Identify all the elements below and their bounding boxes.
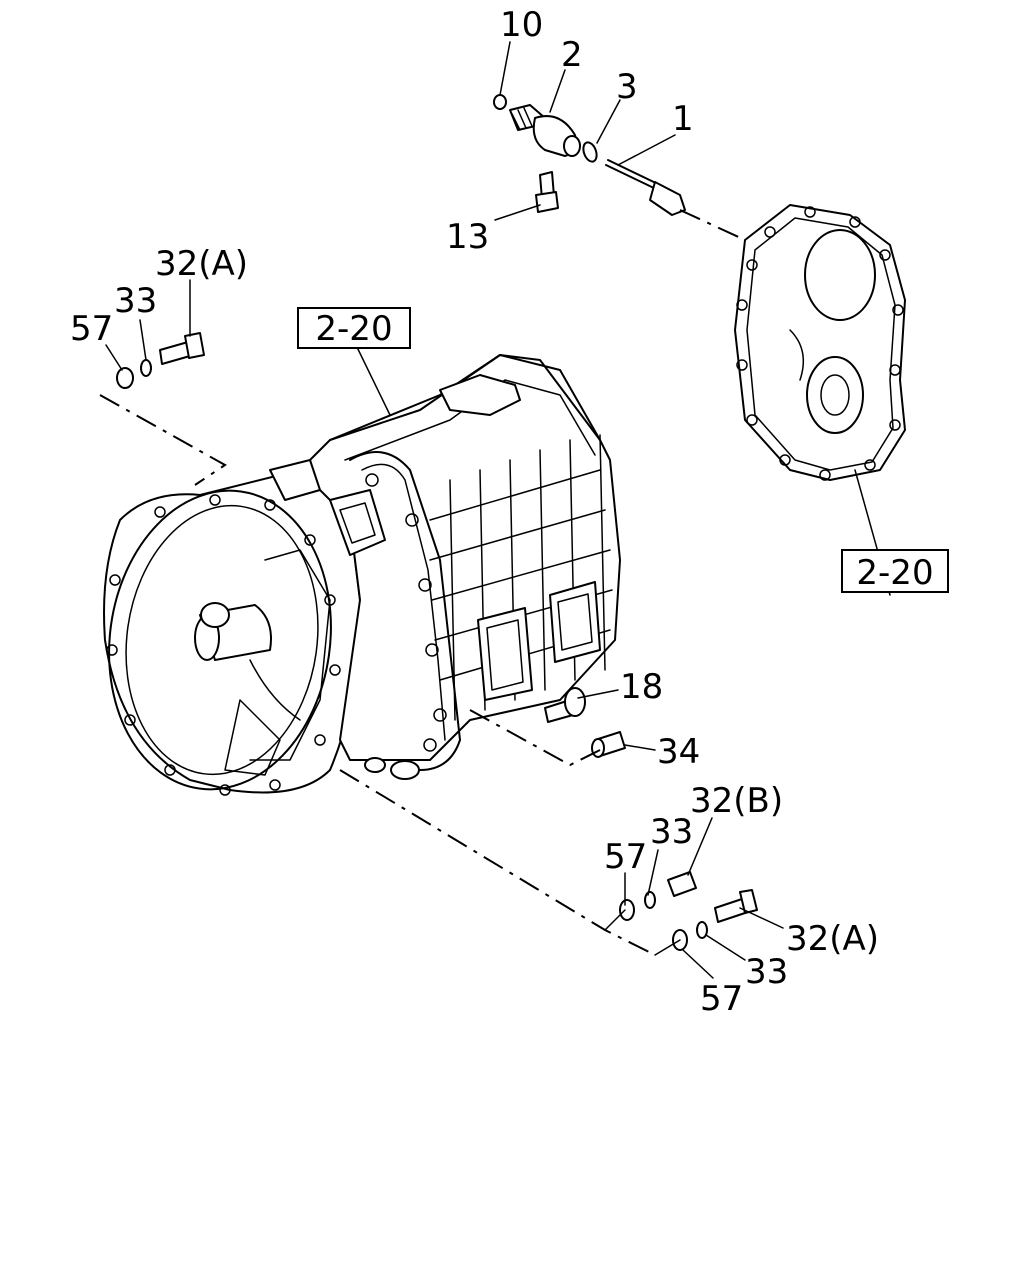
rear-cover <box>734 204 906 481</box>
ref-left-label: 2-20 <box>315 309 392 349</box>
label-32a-bot: 32(A) <box>786 919 879 959</box>
label-57-bot: 57 <box>700 979 743 1019</box>
label-57-mid: 57 <box>604 837 647 877</box>
label-32a-top: 32(A) <box>155 244 248 284</box>
label-1: 1 <box>672 99 694 139</box>
speedometer-sensor-assembly <box>493 94 686 216</box>
label-33-top: 33 <box>114 281 157 321</box>
bolt-18 <box>544 687 586 723</box>
bolt-set-lower-middle <box>619 871 697 921</box>
ref-box-left: 2-20 <box>297 307 411 349</box>
label-13: 13 <box>446 217 489 257</box>
label-32b: 32(B) <box>690 781 783 821</box>
part-labels: 10 2 3 1 13 32(A) 33 57 18 34 32(B) 33 5… <box>70 5 879 1019</box>
label-57-top: 57 <box>70 309 113 349</box>
ref-right-label: 2-20 <box>856 553 933 593</box>
label-18: 18 <box>620 667 663 707</box>
bolt-set-upper-left <box>116 332 205 389</box>
label-33-bot: 33 <box>745 952 788 992</box>
label-3: 3 <box>616 67 638 107</box>
plug-34 <box>591 731 626 758</box>
label-34: 34 <box>657 732 700 772</box>
label-2: 2 <box>561 35 583 75</box>
transmission-case <box>103 354 621 796</box>
ref-box-right: 2-20 <box>841 549 949 593</box>
label-33-mid: 33 <box>650 812 693 852</box>
assembly-dash-lines <box>99 209 746 956</box>
label-10: 10 <box>500 5 543 45</box>
